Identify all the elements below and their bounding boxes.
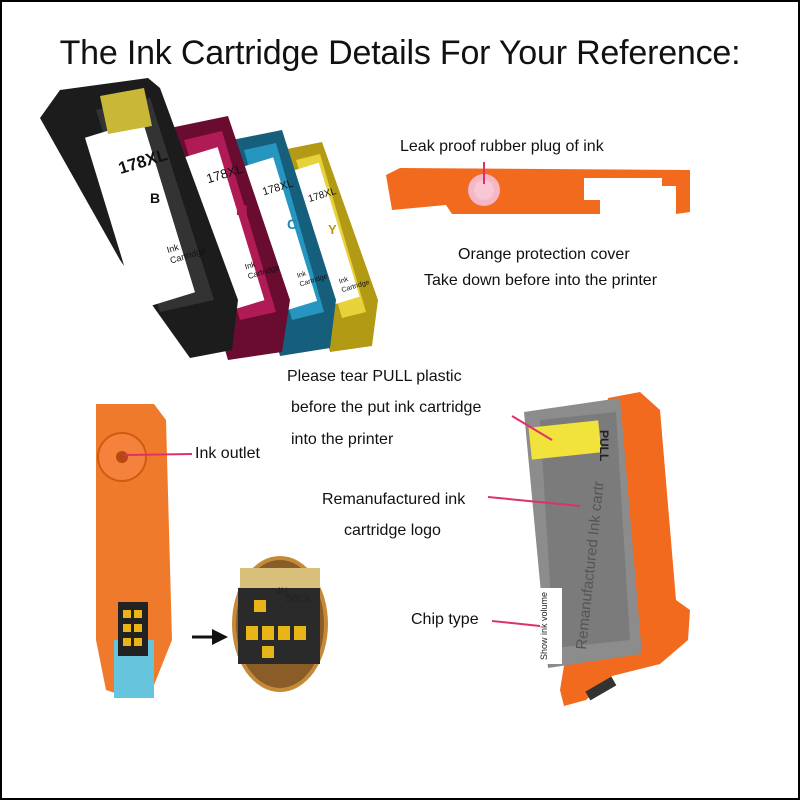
callout-pull-line2: before the put ink cartridge [291,399,482,416]
pull-pointer [511,415,553,441]
cartridge-cyan [232,130,336,356]
cartridge-cyan-letter: C [287,216,298,232]
callout-leak-plug: Leak proof rubber plug of ink [400,138,604,155]
cartridge-bottom-view [96,404,172,698]
cartridge-side-view [524,392,690,706]
logo-pointer [487,496,581,507]
pull-tab-text: PULL [597,430,611,461]
chip-code: 56CL [286,593,312,605]
callout-pull-line1: Please tear PULL plastic [287,368,462,385]
show-volume-text: Show ink volume [539,592,549,660]
cartridge-black-letter: B [150,190,161,206]
chip-prefix: 4H [276,586,288,596]
callout-chip-type: Chip type [411,611,479,628]
cartridge-yellow-letter: Y [328,222,337,237]
cartridge-black [40,78,238,358]
cartridge-magenta-letter: M [236,202,248,218]
page-title: The Ink Cartridge Details For Your Refer… [59,34,741,72]
callout-logo-line2: cartridge logo [344,522,441,539]
arrow-right-icon [192,629,228,645]
callout-logo-line1: Remanufactured ink [322,491,466,508]
chip-closeup [232,556,328,692]
cartridge-magenta [170,116,290,360]
callout-cover-line2: Take down before into the printer [424,272,658,289]
callout-pull-line3: into the printer [291,431,394,448]
callout-cover-line1: Orange protection cover [458,246,630,263]
callout-ink-outlet: Ink outlet [195,445,260,462]
chip-pointer [491,620,541,627]
ink-outlet-pointer [123,453,193,456]
orange-cover [386,168,690,214]
